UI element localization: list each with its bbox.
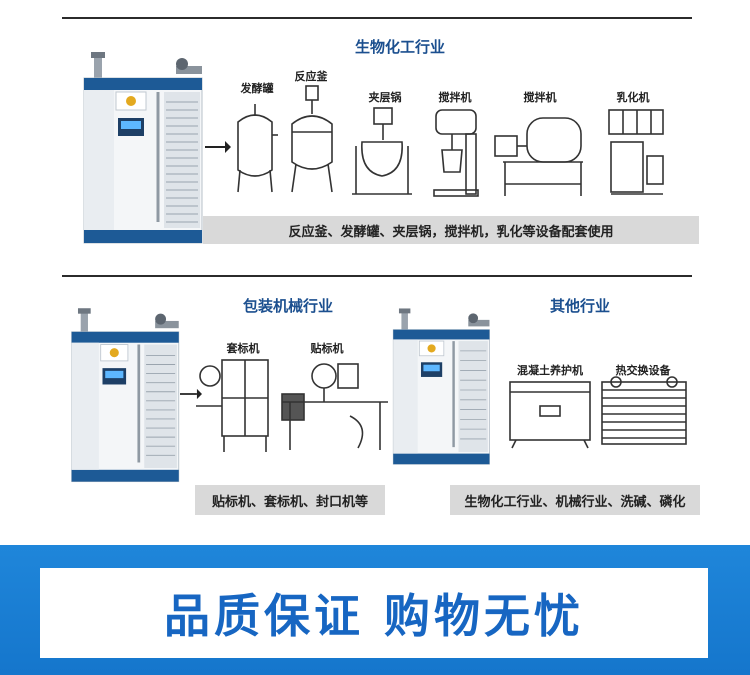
steam-generator-image-other bbox=[392, 308, 490, 465]
jacketed-kettle-drawing bbox=[352, 107, 412, 195]
arrow-right-icon bbox=[205, 141, 231, 153]
reactor-drawing bbox=[291, 85, 333, 193]
section-title-packaging: 包装机械行业 bbox=[242, 297, 333, 315]
caption-other: 生物化工行业、机械行业、洗碱、磷化 bbox=[450, 485, 700, 515]
labeler-drawing bbox=[281, 363, 388, 450]
steam-generator-image bbox=[83, 52, 203, 244]
mixer-2-drawing bbox=[494, 117, 583, 196]
banner-slogan: 品质保证 购物无忧 bbox=[40, 568, 708, 658]
section-title-other: 其他行业 bbox=[549, 297, 610, 315]
emulsifier-drawing bbox=[608, 109, 664, 195]
section-divider-top bbox=[62, 17, 692, 19]
section-divider-middle bbox=[62, 275, 692, 277]
mixer-1-drawing bbox=[433, 109, 479, 197]
fermenter-drawing bbox=[237, 104, 278, 193]
sleeve-labeler-drawing bbox=[196, 359, 269, 452]
equipment-label-mixer-1: 搅拌机 bbox=[438, 91, 472, 104]
equipment-label-sleeve-labeler: 套标机 bbox=[226, 342, 260, 355]
equipment-label-fermenter: 发酵罐 bbox=[240, 82, 274, 95]
equipment-label-concrete-curing: 混凝土养护机 bbox=[517, 364, 583, 377]
caption-bio: 反应釜、发酵罐、夹层锅，搅拌机，乳化等设备配套使用 bbox=[203, 216, 699, 244]
equipment-label-jacketed-kettle: 夹层锅 bbox=[368, 91, 402, 104]
steam-generator-image-packaging bbox=[71, 308, 180, 483]
equipment-label-emulsifier: 乳化机 bbox=[616, 91, 650, 104]
equipment-label-reactor: 反应釜 bbox=[294, 70, 328, 83]
equipment-label-heat-exchanger: 热交换设备 bbox=[615, 364, 671, 377]
section-title-bio: 生物化工行业 bbox=[354, 38, 445, 56]
concrete-curing-drawing bbox=[509, 381, 591, 449]
arrow-right-icon-packaging bbox=[180, 388, 202, 400]
equipment-label-mixer-2: 搅拌机 bbox=[523, 91, 557, 104]
heat-exchanger-drawing bbox=[601, 376, 687, 445]
equipment-label-labeler: 贴标机 bbox=[310, 342, 344, 355]
caption-packaging: 贴标机、套标机、封口机等 bbox=[195, 485, 385, 515]
